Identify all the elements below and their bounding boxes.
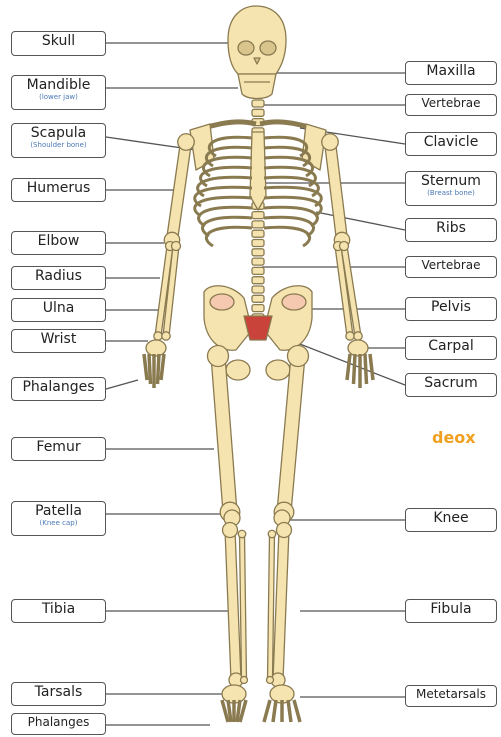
label-clavicle: Clavicle [405,132,497,156]
ulna-left-end [162,332,170,340]
label-ribs: Ribs [405,218,497,242]
humerus-left [167,141,192,241]
hand-left-finger [149,354,151,384]
sternum-bone [250,132,266,210]
fibula-right-head [268,530,276,538]
hand-left-carpals [146,340,166,356]
pelvis-highlight-left [210,294,234,310]
fibula-right [268,534,275,680]
fibula-left-end [241,677,248,684]
fibula-left-head [238,530,246,538]
clavicle-left [204,122,256,128]
mandible-jaw [238,74,276,99]
label-sacrum: Sacrum [405,373,497,397]
label-sternum: Sternum(Breast bone) [405,171,497,206]
humerus-right-head [322,134,339,151]
humerus-right [325,141,348,240]
vertebra [252,221,264,228]
vertebra [252,109,264,116]
rib-left [206,227,252,246]
vertebra [252,240,264,247]
hand-right-finger [370,354,373,380]
hand-right-finger [347,354,350,380]
label-humerus: Humerus [11,178,106,202]
hand-left-finger [161,354,164,380]
vertebra [252,249,264,256]
ulna-right-end [354,332,362,340]
foot-right-toe [264,700,270,722]
label-knee: Knee [405,508,497,532]
vertebra [252,100,264,107]
label-vertebrae-upper: Vertebrae [405,94,497,116]
leader-phalanges-hand [106,380,138,389]
sacrum-bone [244,316,272,340]
label-skull: Skull [11,31,106,56]
watermark-text: deox [432,428,476,447]
hand-right-finger [365,354,367,384]
clavicle-right [260,122,312,128]
radius-left-end [154,332,162,340]
vertebra [252,258,264,265]
vertebra [252,267,264,274]
tibia-left-head [223,523,238,538]
foot-right-toe [294,700,300,722]
vertebra [252,277,264,284]
skeleton [144,6,373,722]
label-metetarsals: Metetarsals [405,685,497,707]
hand-right-carpals [348,340,368,356]
hand-right-finger [354,354,356,384]
skull-eye-left [238,41,254,55]
femur-right-head [288,346,309,367]
vertebra [252,212,264,219]
label-mandible: Mandible(lower jaw) [11,75,106,110]
leader-ribs [316,212,405,230]
fibula-left [240,534,247,680]
label-femur: Femur [11,437,106,461]
label-carpal: Carpal [405,336,497,360]
label-patella: Patella(Knee cap) [11,501,106,536]
label-maxilla: Maxilla [405,61,497,85]
ulna-right-head [340,242,349,251]
label-pelvis: Pelvis [405,297,497,321]
vertebra [252,305,264,312]
label-elbow: Elbow [11,231,106,255]
tibia-left [225,530,241,680]
label-phalanges-foot: Phalanges [11,713,106,735]
ischium-left [226,360,250,380]
label-phalanges-hand: Phalanges [11,377,106,401]
vertebra [252,286,264,293]
tibia-right [273,530,289,680]
label-tarsals: Tarsals [11,682,106,706]
label-fibula: Fibula [405,599,497,623]
label-radius: Radius [11,266,106,290]
label-vertebrae-lower: Vertebrae [405,256,497,278]
fibula-right-end [267,677,274,684]
skull-eye-right [260,41,276,55]
radius-right-end [346,332,354,340]
foot-right-toe [288,700,291,722]
label-scapula: Scapula(Shoulder bone) [11,123,106,158]
ischium-right [266,360,290,380]
pelvis-highlight-right [282,294,306,310]
rib-right [264,227,310,246]
label-tibia: Tibia [11,599,106,623]
ulna-left-head [172,242,181,251]
label-wrist: Wrist [11,329,106,353]
label-ulna: Ulna [11,298,106,322]
femur-left-head [208,346,229,367]
tibia-right-head [277,523,292,538]
hand-left-finger [144,354,147,380]
humerus-left-head [178,134,195,151]
foot-right-toe [273,700,276,722]
hand-left-finger [158,354,160,384]
vertebra [252,295,264,302]
vertebra [252,230,264,237]
